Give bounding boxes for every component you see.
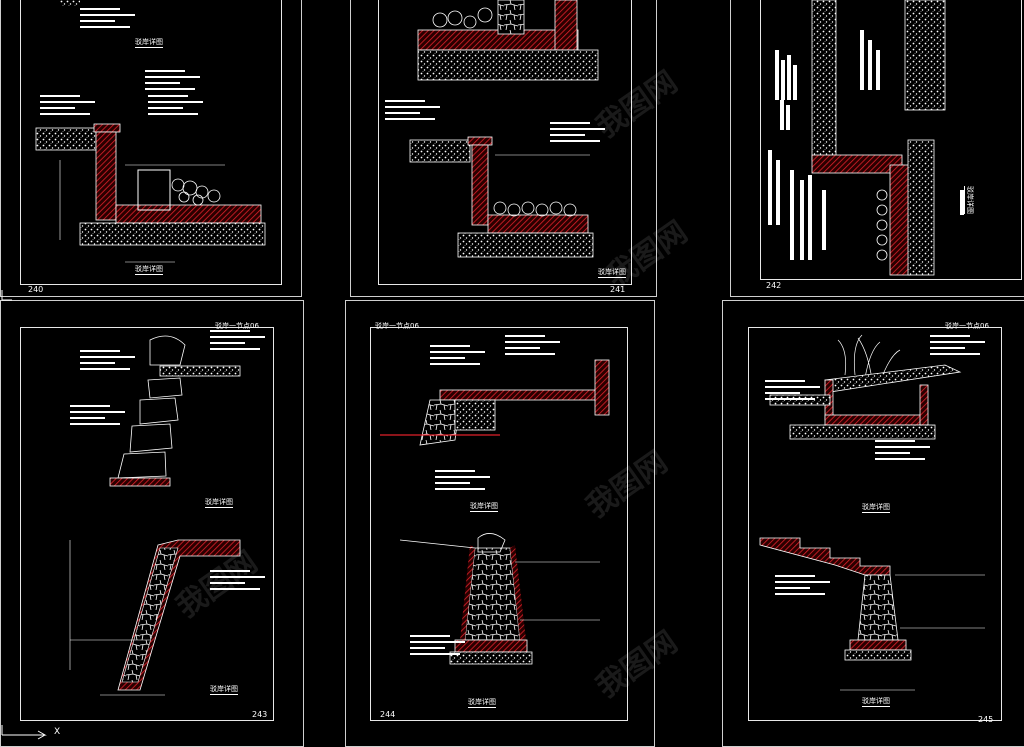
caption-243: 驳岸详图: [205, 498, 233, 508]
header-243: 驳岸一节点06: [215, 322, 259, 330]
caption-244b: 驳岸详图: [468, 698, 496, 708]
caption-243b: 驳岸详图: [210, 685, 238, 695]
frame-241: [378, 0, 632, 285]
page-number-244: 244: [380, 710, 396, 719]
drawing-241: [385, 0, 605, 258]
frame-245: [748, 327, 1002, 721]
caption-240b: 驳岸详图: [135, 265, 163, 275]
drawing-240: [35, 0, 266, 263]
ucs-x-label: X: [54, 727, 61, 737]
sheet-240[interactable]: [0, 0, 302, 297]
sheet-241[interactable]: [350, 0, 657, 297]
drawing-242: [768, 0, 964, 276]
header-244: 驳岸一节点06: [375, 322, 419, 330]
caption-241: 驳岸详图: [598, 268, 626, 278]
page-number-243: 243: [252, 710, 268, 719]
sheet-242[interactable]: [730, 0, 1024, 297]
caption-242: 驳岸详图: [964, 186, 974, 214]
drawing-243: [69, 330, 265, 696]
ucs-icon: [1, 290, 47, 740]
page-number-242: 242: [766, 281, 782, 290]
frame-240: [20, 0, 282, 285]
caption-240: 驳岸详图: [135, 38, 163, 48]
frame-244: [370, 327, 628, 721]
page-number-245: 245: [978, 715, 994, 724]
drawing-244: [380, 335, 610, 665]
page-number-241: 241: [610, 285, 626, 294]
caption-245b: 驳岸详图: [862, 697, 890, 707]
frame-243: [20, 327, 274, 721]
caption-245: 驳岸详图: [862, 503, 890, 513]
caption-244: 驳岸详图: [470, 502, 498, 512]
page-number-240: 240: [28, 285, 44, 294]
frame-242: [760, 0, 1022, 280]
drawing-245: [759, 334, 985, 691]
header-245: 驳岸一节点06: [945, 322, 989, 330]
